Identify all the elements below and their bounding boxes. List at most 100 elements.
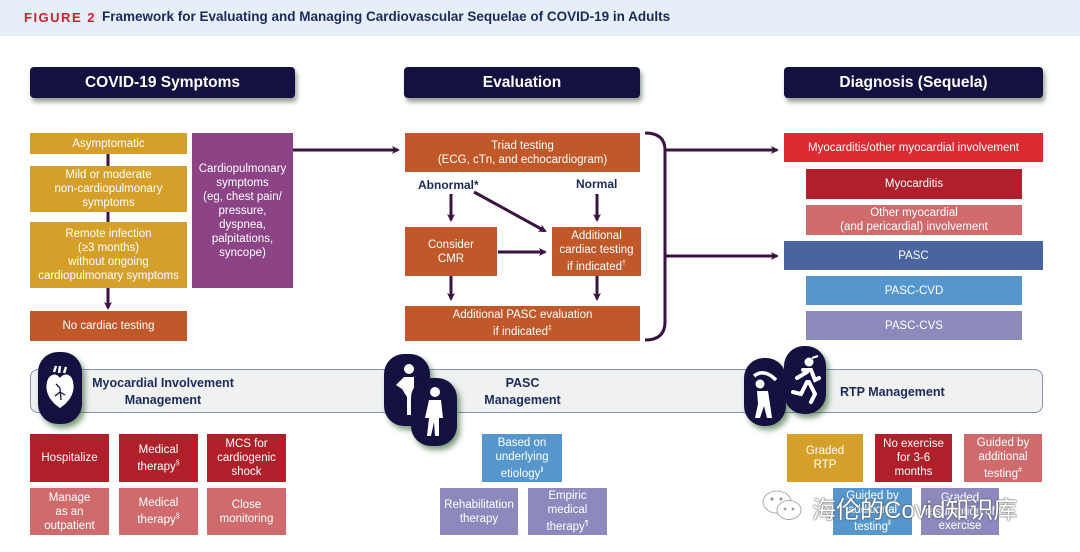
box-text: Empiric [548, 490, 587, 503]
myocardial-management-title: Myocardial Involvement Management [88, 375, 238, 409]
title-text: PASC [505, 376, 540, 390]
figure-title: Framework for Evaluating and Managing Ca… [102, 9, 671, 24]
box-text: Guided by [846, 490, 899, 503]
patient-figures-icon-2 [411, 378, 457, 446]
box-medical-therapy-outpatient: Medical therapy§ [119, 488, 198, 535]
box-pasc-cvd: PASC-CVD [806, 276, 1022, 305]
box-text: PASC-CVD [884, 284, 944, 297]
box-text: MCS for [225, 438, 268, 450]
box-triad-testing: Triad testing (ECG, cTn, and echocardiog… [405, 133, 640, 172]
box-text: if indicated [567, 260, 623, 273]
box-text: Additional PASC evaluation [452, 309, 593, 322]
box-text: Based on [497, 436, 547, 449]
box-text: Triad testing [491, 139, 554, 152]
box-pasc-cvs: PASC-CVS [806, 311, 1022, 340]
box-text: PASC-CVS [885, 319, 943, 332]
box-empiric-medical-therapy: Empiric medical therapy¶ [528, 488, 607, 535]
footnote-mark: ¶ [584, 520, 589, 528]
box-text: pressure, [218, 204, 267, 217]
box-text: syncope) [219, 246, 266, 259]
footnote-mark: † [622, 260, 626, 268]
title-text: Myocardial Involvement [92, 376, 234, 390]
box-pasc: PASC [784, 241, 1043, 270]
box-text: Myocarditis/other myocardial involvement [808, 141, 1019, 154]
box-text: resumption of [925, 505, 995, 518]
label-normal: Normal [576, 177, 618, 191]
box-text: Manage [48, 491, 91, 504]
box-myocarditis-other: Myocarditis/other myocardial involvement [784, 133, 1043, 162]
box-text: cardiopulmonary symptoms [38, 270, 179, 282]
footnote-mark: ‡ [548, 325, 552, 333]
box-text: Asymptomatic [72, 137, 145, 150]
box-text: months [894, 466, 933, 478]
box-graded-resumption-exercise: Graded resumption of exercise [921, 488, 999, 535]
box-text: additional [978, 450, 1028, 463]
box-remote-infection: Remote infection (≥3 months) without ong… [30, 222, 187, 288]
box-text: Medical [138, 443, 179, 456]
box-mild-moderate: Mild or moderate non-cardiopulmonary sym… [30, 166, 187, 212]
box-text: Cardiopulmonary [198, 162, 287, 175]
box-text: symptoms [216, 176, 269, 189]
figure-label: FIGURE 2 [24, 10, 96, 25]
running-figure-icon [784, 346, 826, 414]
box-text: cardiac testing [559, 244, 634, 257]
evaluation-bracket [644, 131, 667, 342]
footnote-mark: ‖ [887, 520, 891, 528]
box-consider-cmr: Consider CMR [405, 227, 497, 276]
box-additional-pasc-evaluation: Additional PASC evaluation if indicated‡ [405, 306, 640, 341]
box-text: Consider [427, 238, 475, 251]
rtp-management-title: RTP Management [840, 385, 945, 399]
box-close-monitoring: Close monitoring [207, 488, 286, 535]
arrow-abnormal-to-additional [473, 190, 547, 233]
box-text: monitoring [219, 512, 274, 525]
box-guided-by-testing-2: Guided by additional testing‖ [833, 488, 912, 535]
box-text: testing [854, 520, 888, 533]
box-text: Hospitalize [41, 452, 98, 464]
box-text: non-cardiopulmonary [54, 183, 163, 195]
box-text: outpatient [44, 519, 95, 532]
box-text: if indicated [493, 325, 549, 338]
box-no-exercise: No exercise for 3-6 months [875, 434, 952, 482]
box-text: Medical [138, 497, 179, 510]
footnote-mark: § [175, 459, 180, 467]
box-text: as an [55, 505, 84, 518]
box-text: Other myocardial [870, 207, 958, 219]
box-asymptomatic: Asymptomatic [30, 133, 187, 154]
box-text: exercise [938, 519, 982, 532]
box-text: symptoms [82, 197, 135, 209]
box-text: without ongoing [68, 256, 149, 268]
box-text: (eg, chest pain/ [203, 190, 282, 203]
box-myocarditis: Myocarditis [806, 169, 1022, 199]
box-text: testing [984, 467, 1018, 480]
box-text: CMR [437, 252, 465, 265]
box-text: therapy [546, 520, 585, 533]
box-text: (≥3 months) [77, 242, 140, 254]
box-text: therapy [137, 513, 176, 526]
box-text: medical [547, 504, 588, 517]
box-based-on-etiology: Based on underlying etiology‖ [482, 434, 562, 482]
box-text: therapy [137, 460, 176, 473]
box-manage-outpatient: Manage as an outpatient [30, 488, 109, 535]
footnote-mark: # [1017, 466, 1022, 474]
box-text: underlying [495, 450, 549, 463]
watermark-text: 海伦的Covid知识库 [812, 497, 1018, 524]
box-text: Guided by [976, 436, 1030, 449]
box-text: (ECG, cTn, and echocardiogram) [437, 153, 608, 166]
box-text: No exercise [883, 438, 944, 450]
header-diagnosis: Diagnosis (Sequela) [784, 67, 1043, 98]
box-text: No cardiac testing [62, 320, 155, 332]
figure-title-bar: FIGURE 2 Framework for Evaluating and Ma… [0, 0, 1080, 36]
box-rehabilitation-therapy: Rehabilitation therapy [440, 488, 518, 535]
box-text: therapy [459, 512, 499, 525]
box-text: Graded [805, 445, 845, 457]
box-text: PASC [898, 249, 929, 262]
title-text: Management [484, 393, 561, 407]
box-text: shock [231, 466, 262, 478]
box-graded-rtp: Graded RTP [787, 434, 863, 482]
box-medical-therapy-inpatient: Medical therapy§ [119, 434, 198, 482]
box-text: cardiogenic [217, 452, 276, 464]
box-additional-cardiac-testing: Additional cardiac testing if indicated† [552, 227, 641, 276]
box-text: additional [847, 504, 898, 517]
box-text: RTP [813, 459, 837, 471]
